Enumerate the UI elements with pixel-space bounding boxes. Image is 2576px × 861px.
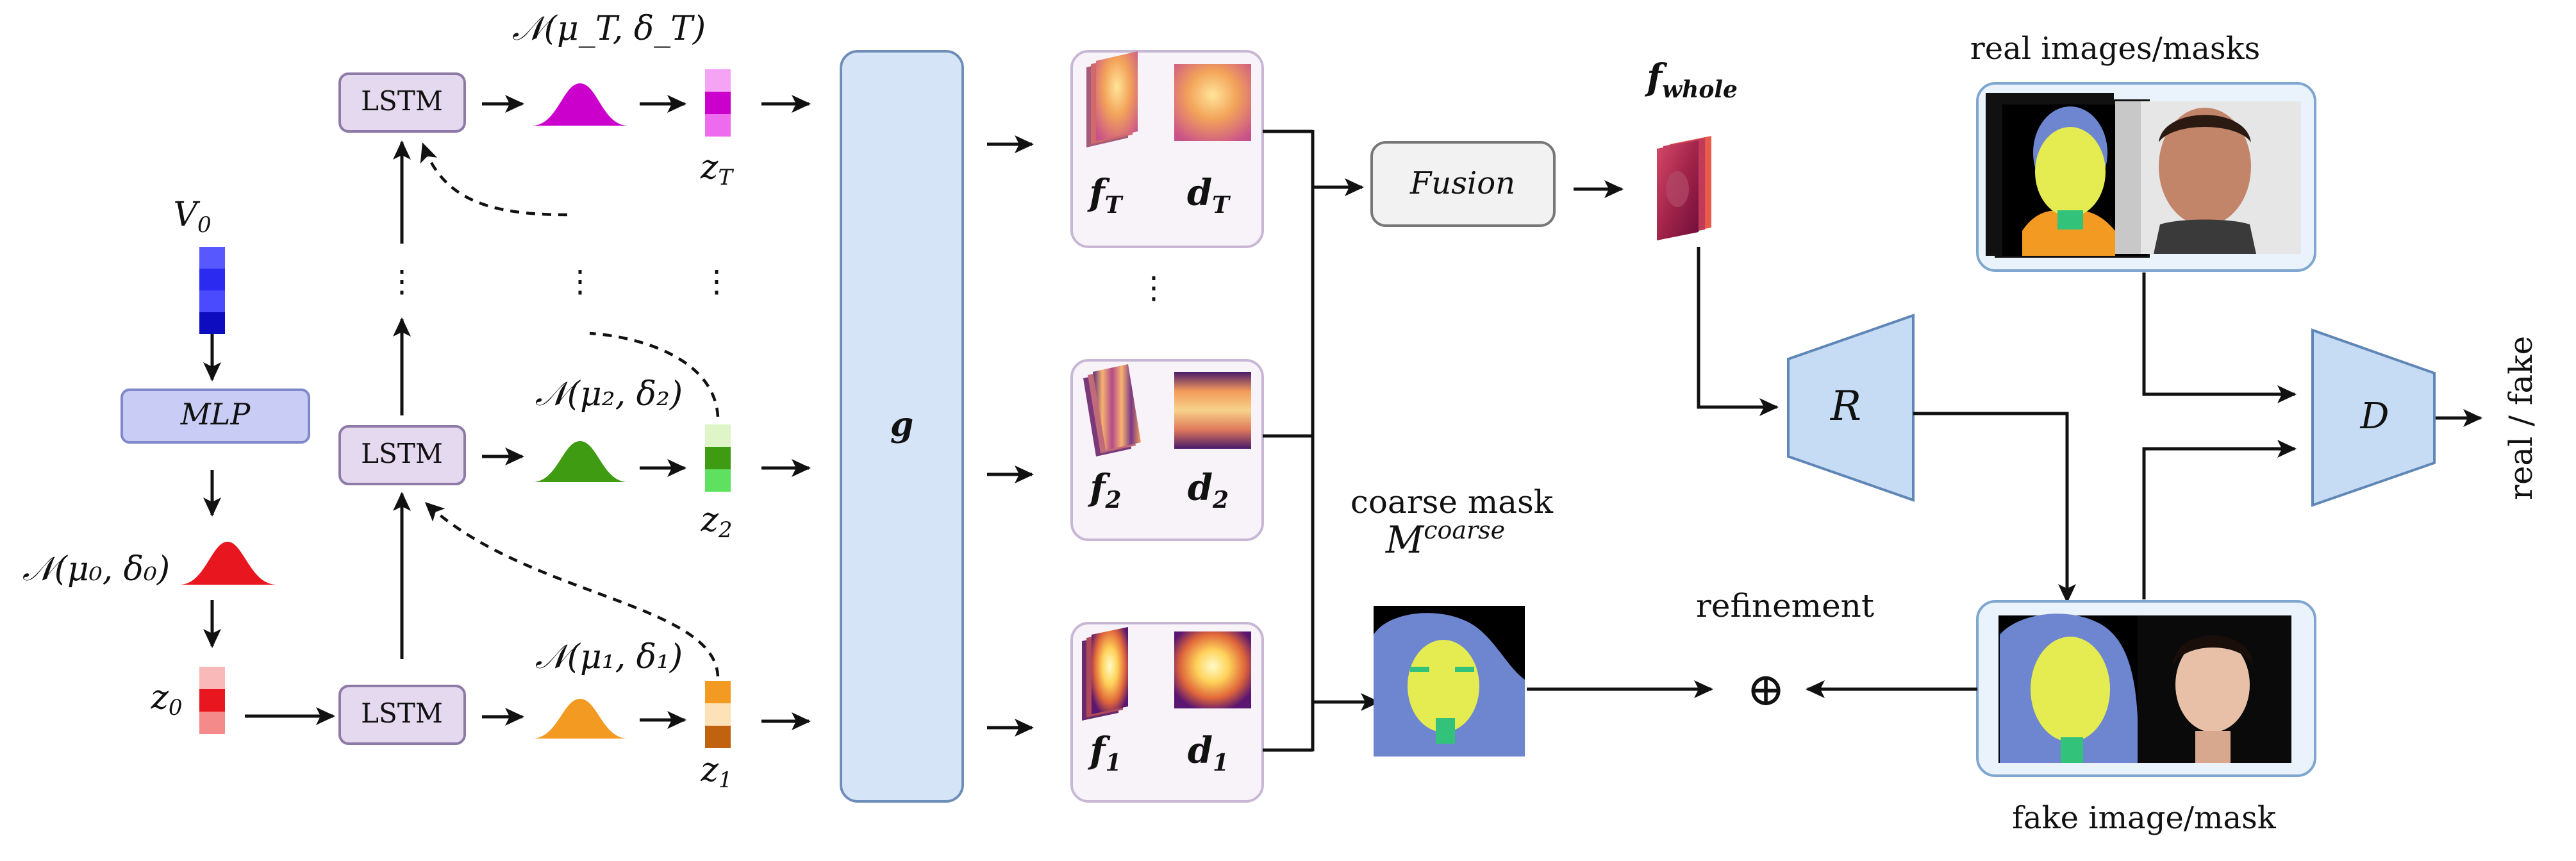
normal-2-label: 𝒩(μ₂, δ₂): [535, 375, 683, 414]
svg-text:f2: f2: [1087, 467, 1121, 514]
z0-vector: [199, 667, 225, 734]
lstm-bot-box: [338, 685, 466, 745]
ellipsis-z: ⋮: [701, 263, 732, 299]
real-fake-label: real / fake: [2502, 336, 2539, 500]
v0-label: V0: [173, 196, 211, 238]
fusion-box: [1370, 141, 1556, 227]
coarse-mask-image: [1374, 606, 1525, 757]
svg-text:dT: dT: [1187, 172, 1231, 219]
fwhole-label: fwhole: [1644, 56, 1738, 103]
real-images-label: real images/masks: [1970, 31, 2260, 67]
coarse-mask-title: coarse mask: [1350, 483, 1554, 521]
feature-panel-2: f2 d2: [1070, 359, 1264, 541]
z0-label: z0: [150, 678, 182, 721]
lstm-top-label: LSTM: [361, 85, 443, 117]
svg-text:fT: fT: [1087, 172, 1124, 219]
svg-text:d2: d2: [1188, 467, 1229, 514]
svg-text:d1: d1: [1188, 730, 1229, 776]
refinement-label: refinement: [1696, 587, 1874, 624]
zT-label: zT: [700, 148, 734, 190]
coarse-mask-symbol: Mcoarse: [1385, 516, 1505, 562]
fake-image-panel: [1976, 600, 2316, 777]
D-label: D: [2360, 396, 2389, 437]
gaussian-1: [532, 699, 628, 739]
mlp-label: MLP: [180, 397, 251, 431]
normal-T-label: 𝒩(μ_T, δ_T): [512, 10, 706, 48]
fwhole-volume: [1657, 136, 1711, 240]
fusion-label: Fusion: [1409, 165, 1515, 201]
lstm-bot-label: LSTM: [361, 698, 443, 729]
real-images-panel: [1976, 82, 2316, 272]
ellipsis-gaussian: ⋮: [565, 263, 595, 299]
fake-image-label: fake image/mask: [2012, 800, 2277, 836]
lstm-mid-box: [338, 425, 466, 485]
z1-label: z1: [700, 751, 732, 793]
lstm-top-box: [338, 72, 466, 133]
z2-vector: [705, 424, 731, 492]
zT-vector: [705, 69, 731, 137]
D-discriminator: [2311, 328, 2436, 507]
z1-vector: [705, 681, 731, 748]
oplus-symbol: ⊕: [1747, 662, 1785, 716]
gaussian-2: [532, 441, 628, 482]
ellipsis-lstm: ⋮: [386, 263, 417, 299]
g-label: g: [890, 405, 913, 444]
normal-1-label: 𝒩(μ₁, δ₁): [535, 638, 683, 676]
ellipsis-features: ⋮: [1138, 270, 1169, 306]
R-refiner: [1787, 313, 1915, 502]
z2-label: z2: [700, 501, 732, 543]
mlp-box: [120, 389, 310, 444]
gaussian-T: [532, 83, 628, 126]
g-generator-box: [840, 50, 964, 803]
R-label: R: [1830, 383, 1861, 430]
n0-label: 𝒩(μ₀, δ₀): [22, 550, 170, 589]
lstm-mid-label: LSTM: [361, 438, 443, 469]
feature-panel-T: fT dT: [1070, 50, 1264, 248]
feature-panel-1: f1 d1: [1070, 622, 1264, 803]
n0-gaussian: [179, 542, 277, 585]
v0-vector: [199, 247, 225, 334]
